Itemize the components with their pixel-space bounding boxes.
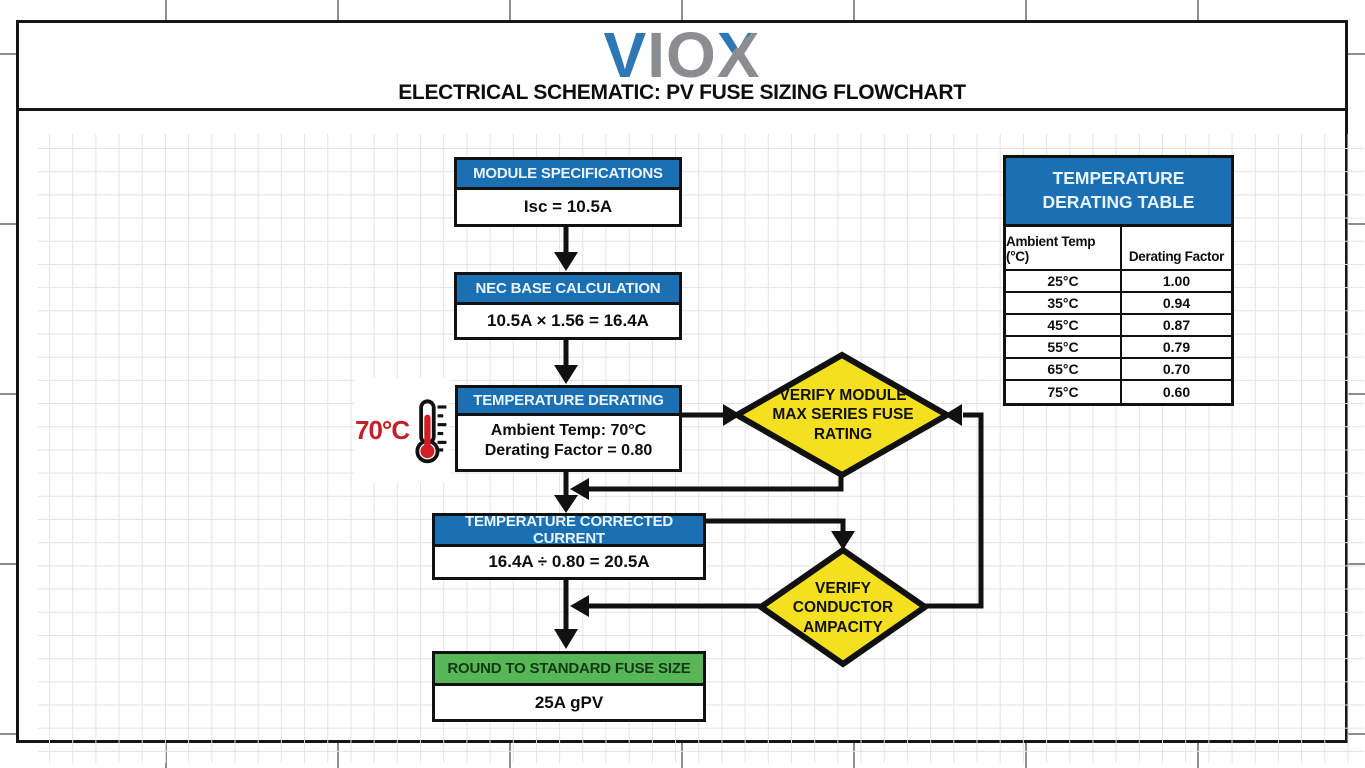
- box-body: Ambient Temp: 70°C Derating Factor = 0.8…: [458, 416, 679, 466]
- diamond-verify-fuse-rating-label: VERIFY MODULE MAX SERIES FUSE RATING: [772, 387, 914, 443]
- cell-factor: 0.70: [1162, 361, 1191, 378]
- table-row: 75°C 0.60: [1006, 381, 1231, 404]
- table-row: 55°C 0.79: [1006, 337, 1231, 360]
- box-body: 25A gPV: [534, 692, 604, 712]
- cell-factor: 0.94: [1162, 295, 1191, 312]
- thermometer-icon: [415, 398, 447, 463]
- box-header: ROUND TO STANDARD FUSE SIZE: [435, 654, 703, 686]
- cell-factor: 0.87: [1162, 317, 1191, 334]
- logo-letters-io: IO: [647, 19, 717, 91]
- temperature-derating-table: TEMPERATURE DERATING TABLE Ambient Temp …: [1003, 155, 1234, 407]
- table-row: 65°C 0.70: [1006, 359, 1231, 382]
- flow-box-round-to-standard-fuse: ROUND TO STANDARD FUSE SIZE 25A gPV: [432, 651, 706, 722]
- flow-box-temperature-corrected-current: TEMPERATURE CORRECTED CURRENT 16.4A ÷ 0.…: [432, 513, 706, 580]
- temperature-value-label: 70°C: [355, 415, 410, 445]
- table-row: 25°C 1.00: [1006, 271, 1231, 294]
- column-header-derating-factor: Derating Factor: [1128, 249, 1225, 265]
- box-body: 10.5A × 1.56 = 16.4A: [487, 311, 649, 331]
- flow-box-temperature-derating: TEMPERATURE DERATING Ambient Temp: 70°C …: [455, 385, 682, 472]
- box-body: 16.4A ÷ 0.80 = 20.5A: [488, 552, 650, 572]
- page-title: ELECTRICAL SCHEMATIC: PV FUSE SIZING FLO…: [398, 81, 966, 104]
- box-header: MODULE SPECIFICATIONS: [457, 160, 679, 190]
- box-header: NEC BASE CALCULATION: [457, 275, 679, 305]
- logo-letter-v: V: [603, 19, 648, 91]
- cell-temp: 75°C: [1006, 381, 1122, 404]
- box-header: TEMPERATURE DERATING: [458, 388, 679, 416]
- temperature-callout: 70°C: [355, 378, 449, 483]
- cell-temp: 55°C: [1006, 337, 1122, 358]
- title-band: VIOX ELECTRICAL SCHEMATIC: PV FUSE SIZIN…: [19, 23, 1345, 111]
- cell-temp: 25°C: [1006, 271, 1122, 292]
- derating-factor-line: Derating Factor = 0.80: [484, 442, 653, 459]
- logo-letter-x: X: [716, 19, 761, 91]
- flow-box-nec-base-calculation: NEC BASE CALCULATION 10.5A × 1.56 = 16.4…: [454, 272, 682, 340]
- cell-factor: 0.79: [1162, 339, 1191, 356]
- diamond-verify-conductor-label: VERIFY CONDUCTOR AMPACITY: [792, 580, 894, 636]
- box-header: TEMPERATURE CORRECTED CURRENT: [435, 513, 703, 547]
- column-header-ambient-temp: Ambient Temp (°C): [1006, 227, 1122, 270]
- cell-temp: 45°C: [1006, 315, 1122, 336]
- table-title: TEMPERATURE DERATING TABLE: [1006, 158, 1231, 228]
- cell-factor: 0.60: [1162, 384, 1191, 401]
- cell-temp: 65°C: [1006, 359, 1122, 380]
- table-column-headers: Ambient Temp (°C) Derating Factor: [1006, 227, 1231, 272]
- flow-box-module-specifications: MODULE SPECIFICATIONS Isc = 10.5A: [454, 157, 682, 227]
- ambient-temp-line: Ambient Temp: 70°C: [490, 422, 647, 439]
- cell-factor: 1.00: [1162, 273, 1191, 290]
- table-row: 35°C 0.94: [1006, 293, 1231, 316]
- table-row: 45°C 0.87: [1006, 315, 1231, 338]
- cell-temp: 35°C: [1006, 293, 1122, 314]
- viox-logo: VIOX: [19, 23, 1345, 87]
- box-body: Isc = 10.5A: [523, 197, 613, 217]
